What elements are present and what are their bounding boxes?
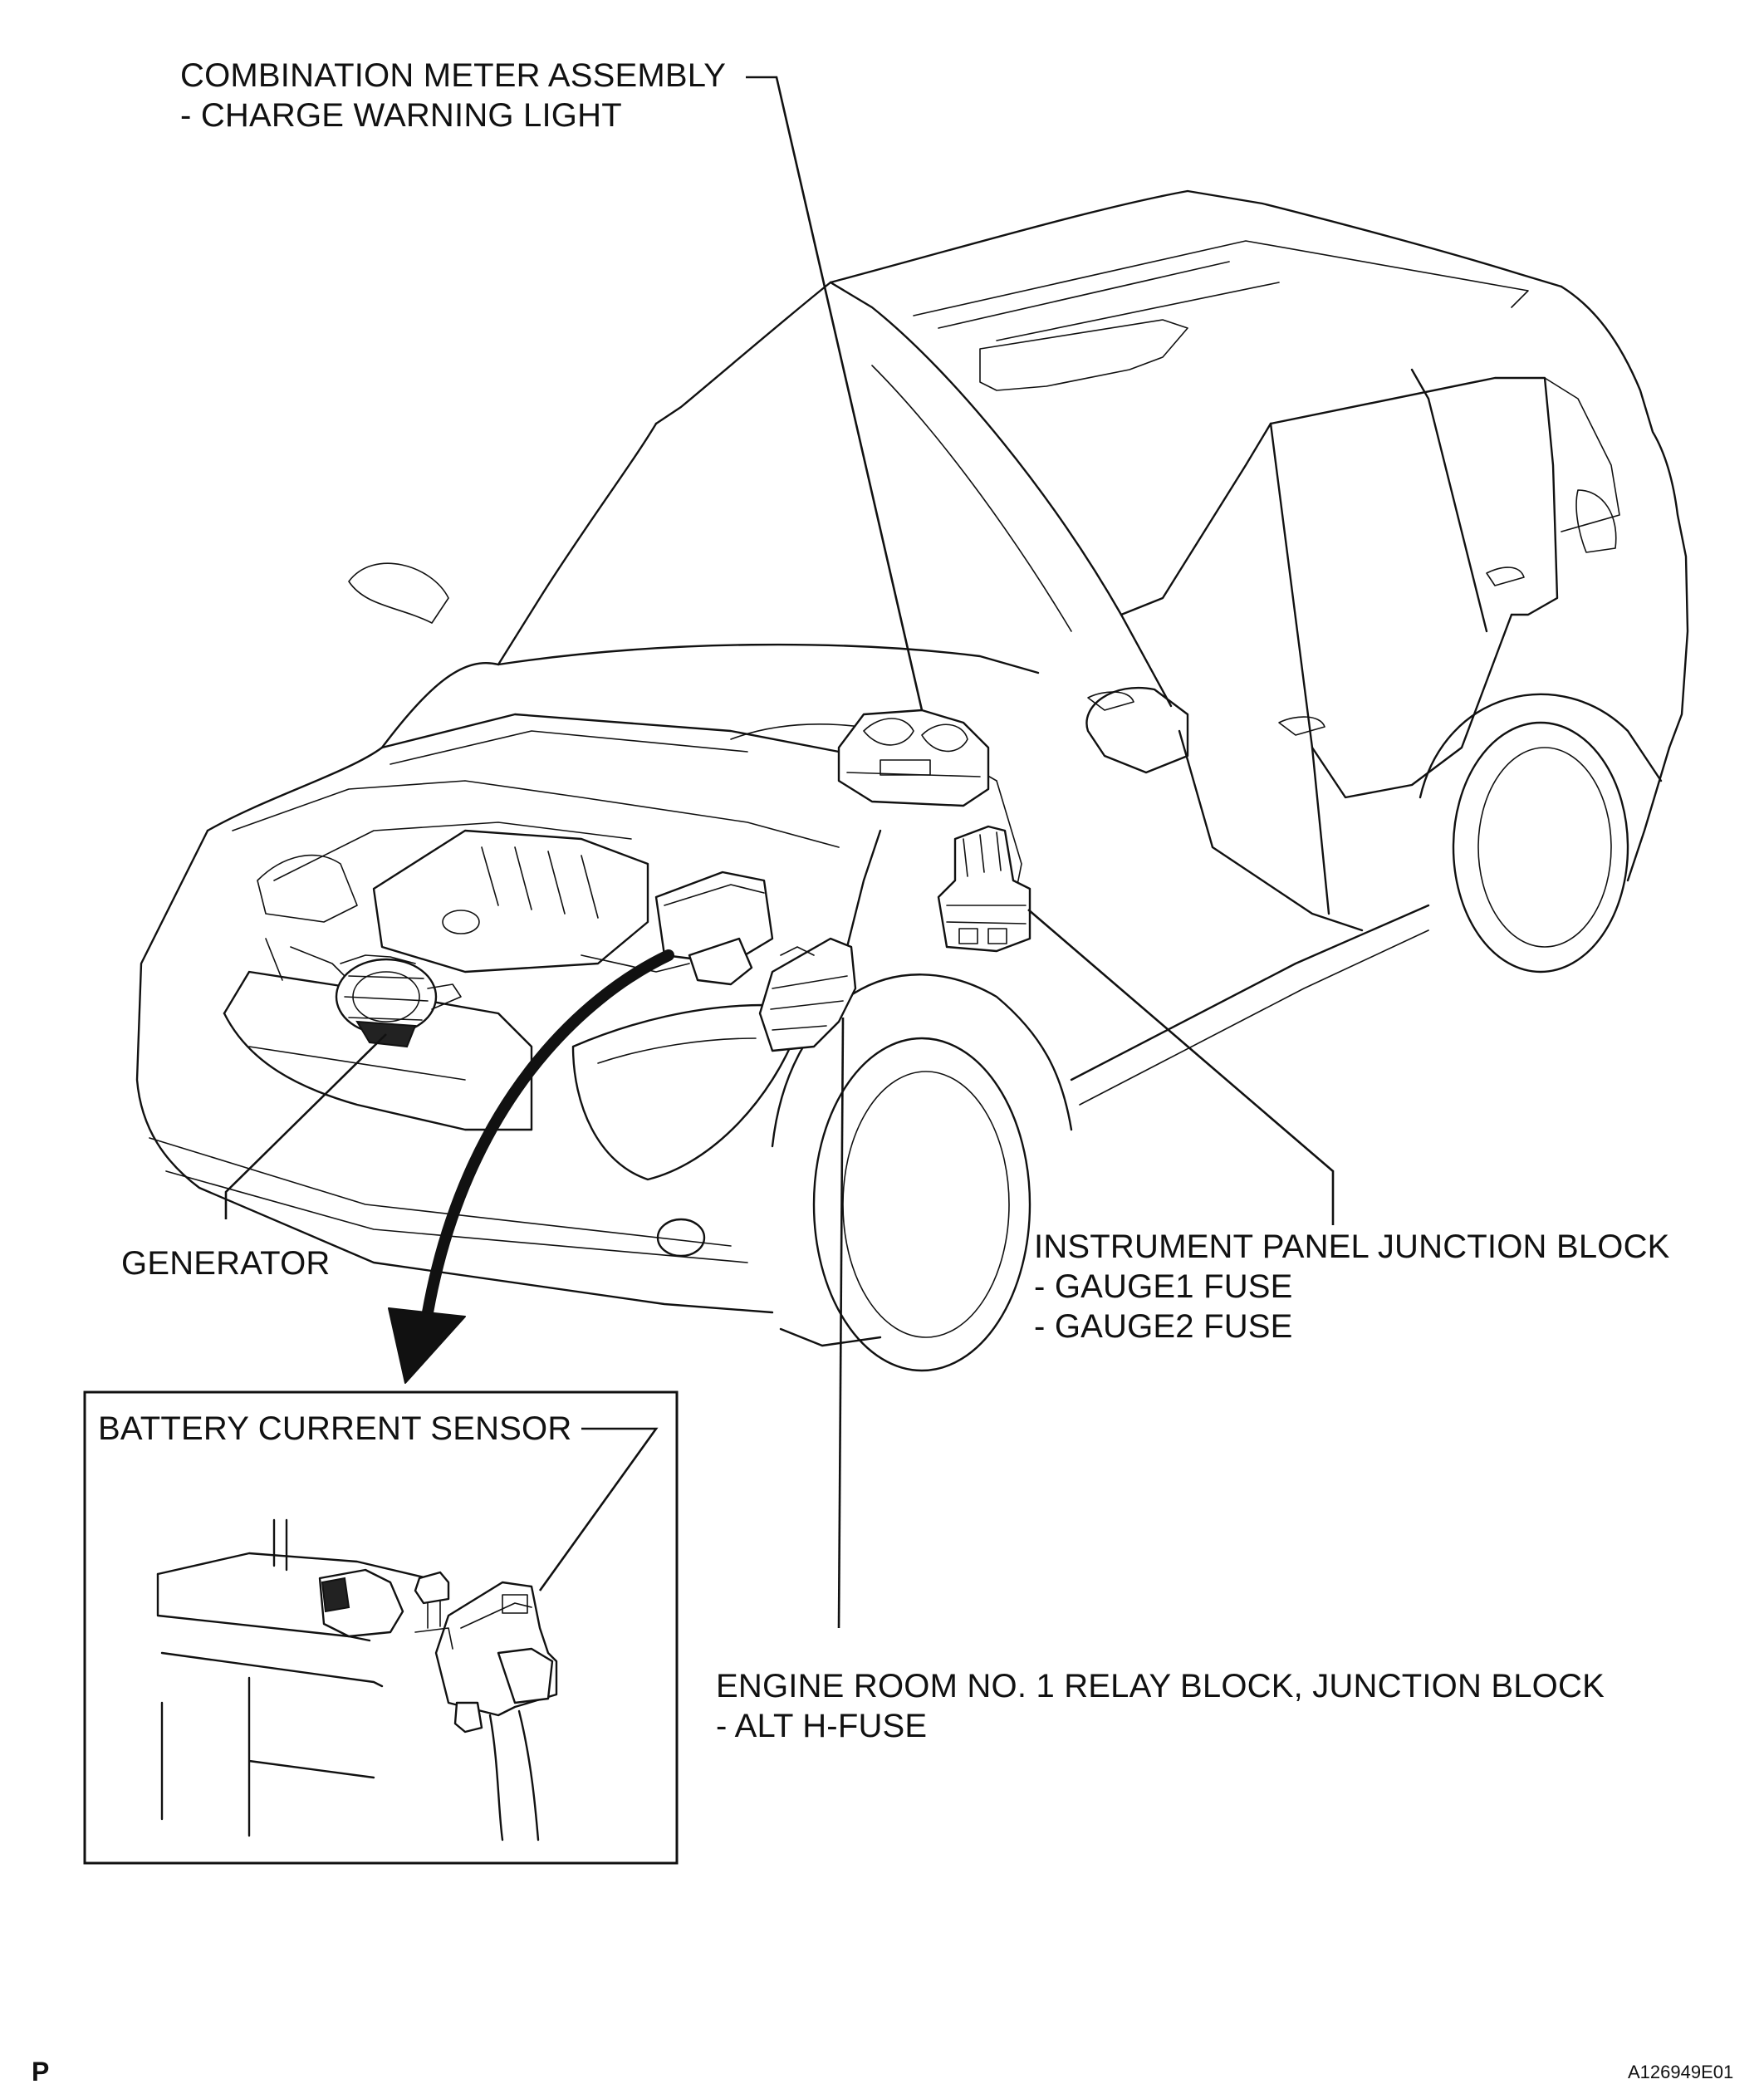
battery-current-sensor-label: BATTERY CURRENT SENSOR: [98, 1409, 571, 1449]
engine-room-relay-label-line1: ENGINE ROOM NO. 1 RELAY BLOCK, JUNCTION …: [716, 1668, 1605, 1704]
figure-id: A126949E01: [1628, 2062, 1734, 2082]
instrument-panel-jb-label-line3: - GAUGE2 FUSE: [1034, 1308, 1293, 1345]
engine-room-relay-label-line2: - ALT H-FUSE: [716, 1708, 928, 1744]
generator-icon: [335, 954, 462, 1048]
generator-label-line1: GENERATOR: [121, 1245, 331, 1282]
junction-block-icon: [937, 825, 1031, 953]
combination-meter-label: COMBINATION METER ASSEMBLY - CHARGE WARN…: [180, 56, 726, 135]
instrument-panel-jb-label-line1: INSTRUMENT PANEL JUNCTION BLOCK: [1034, 1229, 1670, 1265]
vehicle-icon: [135, 189, 1689, 1372]
battery-current-sensor-label-line1: BATTERY CURRENT SENSOR: [98, 1410, 572, 1447]
page-letter: P: [32, 2057, 50, 2087]
combination-meter-label-line1: COMBINATION METER ASSEMBLY: [180, 57, 727, 94]
relay-block-icon: [688, 937, 857, 1052]
engine-room-relay-label: ENGINE ROOM NO. 1 RELAY BLOCK, JUNCTION …: [716, 1666, 1605, 1746]
instrument-panel-jb-label-line2: - GAUGE1 FUSE: [1034, 1268, 1293, 1305]
combination-meter-icon: [837, 709, 990, 807]
generator-label: GENERATOR: [121, 1243, 330, 1283]
instrument-panel-jb-label: INSTRUMENT PANEL JUNCTION BLOCK - GAUGE1…: [1034, 1227, 1670, 1346]
combination-meter-label-line2: - CHARGE WARNING LIGHT: [180, 97, 622, 134]
leader-lines: [224, 76, 1335, 1629]
detail-box: [83, 1390, 679, 1865]
curved-arrow-icon: [388, 949, 674, 1384]
